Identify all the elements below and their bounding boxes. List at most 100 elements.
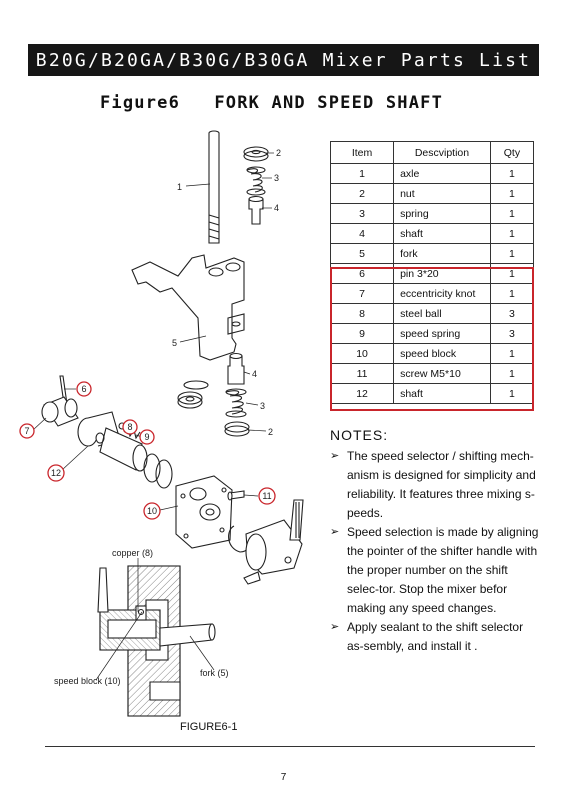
cell-item: 5	[329, 243, 395, 264]
shaft-part-top	[248, 195, 264, 225]
cap-part-lower	[224, 421, 250, 437]
callout-8: 8	[127, 422, 132, 432]
table-header-row: Item Descviption Qty	[329, 141, 535, 164]
callout-4-top: 4	[274, 203, 279, 213]
cell-qty: 1	[489, 203, 535, 224]
cell-description: nut	[393, 183, 491, 204]
figure-caption: FIGURE6-1	[180, 721, 238, 733]
cell-description: axle	[393, 163, 491, 184]
eccentricity-knot-part	[41, 396, 79, 427]
cell-qty: 1	[489, 363, 535, 384]
o-ring	[143, 453, 173, 489]
shaft-part-lower	[227, 352, 245, 385]
callout-1: 1	[177, 182, 182, 192]
cell-qty: 1	[489, 283, 535, 304]
cell-item: 3	[329, 203, 395, 224]
cell-qty: 1	[489, 383, 535, 404]
callout-4-lower: 4	[252, 369, 257, 379]
handle-knob-part	[245, 499, 304, 575]
callout-circle-7	[19, 423, 35, 439]
cell-qty: 1	[489, 343, 535, 364]
notes-list: The speed selector / shifting mech-anism…	[330, 447, 540, 656]
callout-circle-10	[143, 502, 161, 520]
callout-10: 10	[147, 506, 157, 516]
note-item: Apply sealant to the shift selector as-s…	[330, 618, 540, 656]
cell-description: screw M5*10	[393, 363, 491, 384]
fork-part	[131, 254, 245, 361]
figure-title: Figure6 FORK AND SPEED SHAFT	[100, 93, 444, 113]
title-banner: B20G/B20GA/B30G/B30GA Mixer Parts List	[28, 44, 539, 76]
callout-9: 9	[144, 432, 149, 442]
cell-item: 10	[329, 343, 395, 364]
callout-6: 6	[81, 384, 86, 394]
label-speed-block: speed block (10)	[54, 676, 121, 686]
callout-3-top: 3	[274, 173, 279, 183]
notes-title: NOTES:	[330, 427, 389, 443]
cell-item: 8	[329, 303, 395, 324]
callout-circle-8	[122, 419, 138, 435]
cell-qty: 3	[489, 323, 535, 344]
axle-part	[208, 130, 220, 244]
page-title: B20G/B20GA/B30G/B30GA Mixer Parts List	[35, 49, 532, 71]
callout-circle-11	[258, 487, 276, 505]
cell-qty: 1	[489, 163, 535, 184]
cell-qty: 1	[489, 183, 535, 204]
cell-item: 9	[329, 323, 395, 344]
callout-7: 7	[24, 426, 29, 436]
cell-item: 4	[329, 223, 395, 244]
callout-circle-12	[47, 464, 65, 482]
notes-section: NOTES: The speed selector / shifting mec…	[330, 427, 540, 656]
callout-2-top: 2	[276, 148, 281, 158]
ring-lower	[183, 380, 209, 390]
spring-part-top	[246, 166, 266, 196]
cell-item: 12	[329, 383, 395, 404]
label-copper: copper (8)	[112, 548, 153, 558]
nut-part-lower	[177, 391, 203, 409]
column-header-description: Descviption	[393, 141, 491, 164]
cell-description: eccentricity knot	[393, 283, 491, 304]
page-number: 7	[280, 772, 287, 783]
cell-description: speed block	[393, 343, 491, 364]
callout-12: 12	[51, 468, 61, 478]
cell-item: 6	[329, 263, 395, 284]
note-item: Speed selection is made by aligning the …	[330, 523, 540, 618]
cell-description: pin 3*20	[393, 263, 491, 284]
cell-item: 7	[329, 283, 395, 304]
cell-description: shaft	[393, 223, 491, 244]
screw-part	[227, 490, 245, 501]
callout-circle-9	[139, 429, 155, 445]
cell-item: 2	[329, 183, 395, 204]
column-header-qty: Qty	[489, 141, 535, 164]
speed-block-part	[175, 475, 233, 549]
cell-item: 11	[329, 363, 395, 384]
callout-circle-6	[76, 381, 92, 397]
cell-item: 1	[329, 163, 395, 184]
section-view	[97, 565, 216, 717]
callout-2-lower: 2	[268, 427, 273, 437]
spring-part-lower	[225, 388, 247, 418]
cell-description: fork	[393, 243, 491, 264]
cell-qty: 1	[489, 263, 535, 284]
cell-description: shaft	[393, 383, 491, 404]
note-item: The speed selector / shifting mech-anism…	[330, 447, 540, 523]
set-screw-part	[243, 571, 261, 585]
cell-description: steel ball	[393, 303, 491, 324]
shaft-12-part	[77, 411, 148, 472]
callout-11: 11	[262, 491, 271, 501]
nut-part-top	[243, 146, 269, 162]
callout-3-lower: 3	[260, 401, 265, 411]
cell-description: spring	[393, 203, 491, 224]
